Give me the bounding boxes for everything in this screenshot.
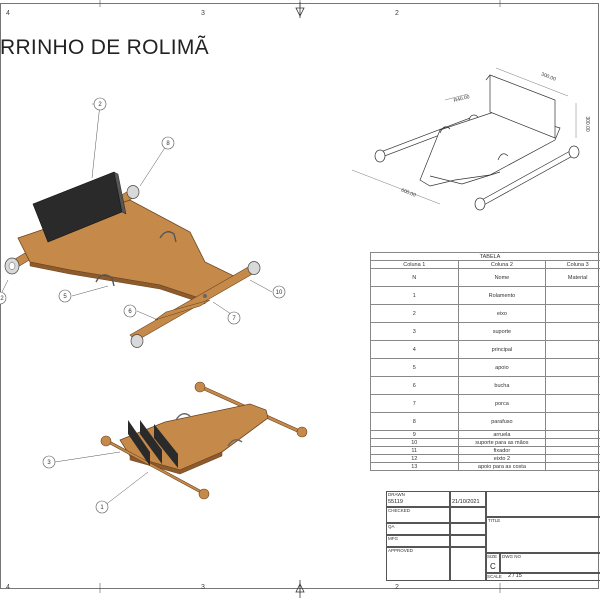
- front-wheel-left: [130, 334, 144, 348]
- callout-6: 6: [128, 309, 132, 315]
- size-value: C: [490, 562, 496, 571]
- title-label: TITLE: [488, 518, 501, 523]
- callout-10: 10: [276, 290, 283, 296]
- table-column-3: Coluna 3: [545, 260, 600, 269]
- dim-radius: R40.00: [453, 94, 470, 104]
- dim-seat-height: 300.00: [584, 116, 590, 132]
- sheet-number: 2 / 15: [508, 573, 522, 579]
- hand-support-right: [159, 231, 177, 243]
- checked-label: CHECKED: [388, 508, 411, 513]
- seat-fin-1: [128, 420, 150, 466]
- zone-label-bottom-3: 3: [201, 584, 205, 591]
- table-column-2: Coluna 2: [457, 260, 547, 269]
- zone-label-bottom-4: 4: [6, 584, 10, 591]
- drawn-label: DRAWN: [388, 492, 405, 497]
- zone-label-bottom-2: 2: [395, 584, 399, 591]
- drawn-by: 55119: [388, 499, 403, 505]
- table-header-nome: Nome: [457, 268, 547, 287]
- drawn-cell: [386, 491, 450, 507]
- table-header-n: N: [370, 268, 459, 287]
- callout-8: 8: [166, 141, 170, 147]
- table-column-1: Coluna 1: [370, 260, 459, 269]
- approved-label: APPROVED: [388, 548, 414, 553]
- table-caption: TABELA: [370, 252, 600, 261]
- dim-length: 600.00: [400, 188, 417, 199]
- rear-wheel-right: [126, 185, 140, 199]
- dim-seat-width: 300.00: [540, 72, 557, 83]
- dwg-no-label: DWG NO: [502, 554, 521, 559]
- zone-label-top-3: 3: [201, 10, 205, 17]
- callout-7: 7: [232, 316, 236, 322]
- front-wheel-right: [247, 261, 261, 275]
- drawing-title: RRINHO DE ROLIMÃ: [0, 36, 209, 59]
- scale-label: SCALE: [487, 574, 502, 579]
- size-label: SIZE: [487, 554, 498, 559]
- zone-label-top-4: 4: [6, 10, 10, 17]
- callout-3: 3: [47, 460, 51, 466]
- callout-2: 2: [98, 102, 102, 108]
- callout-5: 5: [63, 294, 67, 300]
- qa-label: QA: [388, 524, 395, 529]
- seat-fin-2: [140, 420, 162, 464]
- callout-2-left: 2: [0, 296, 4, 302]
- zone-label-top-2: 2: [395, 10, 399, 17]
- mfg-label: MFG: [388, 536, 398, 541]
- drawn-date: 21/10/2021: [452, 499, 480, 505]
- callout-1: 1: [100, 505, 104, 511]
- title-block: DRAWN 55119 21/10/2021 CHECKED TITLE QA …: [386, 491, 600, 581]
- seat-fin-3: [154, 424, 178, 468]
- pivot-bolt: [203, 294, 207, 298]
- table-header-material: Material: [545, 268, 600, 287]
- hand-support-left: [95, 274, 115, 287]
- parts-table: TABELA Coluna 1 Coluna 2 Coluna 3 N Nome…: [370, 252, 600, 471]
